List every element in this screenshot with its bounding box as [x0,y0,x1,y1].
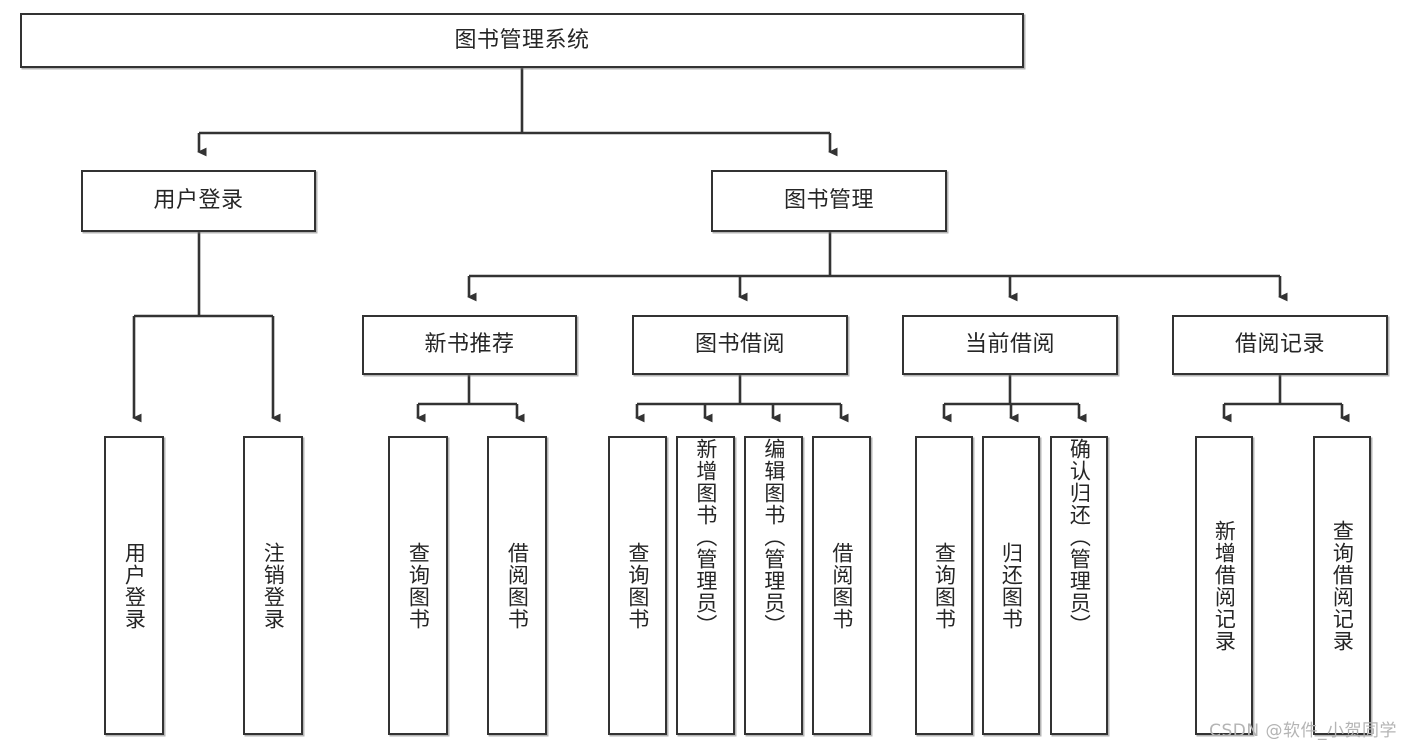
node-leaf-4-label: 借阅图书 [505,541,530,630]
node-level3-4[interactable]: 借阅记录 [1172,315,1388,375]
node-level2-1[interactable]: 用户登录 [81,170,316,232]
node-level3-1-label: 新书推荐 [424,332,515,358]
node-leaf-11-label: 确认归还（管理员） [1067,438,1092,636]
node-leaf-10[interactable]: 归还图书 [982,436,1040,735]
node-root-label: 图书管理系统 [454,27,590,53]
node-leaf-5-label: 查询图书 [625,541,650,630]
node-leaf-12[interactable]: 新增借阅记录 [1195,436,1253,735]
node-leaf-8-label: 借阅图书 [829,541,854,630]
node-leaf-5[interactable]: 查询图书 [608,436,667,735]
node-leaf-10-label: 归还图书 [999,541,1024,630]
node-leaf-13-label: 查询借阅记录 [1330,519,1355,652]
node-level2-2-label: 图书管理 [783,188,874,214]
node-leaf-2[interactable]: 注销登录 [243,436,303,735]
node-leaf-6-label: 新增图书（管理员） [693,438,718,636]
node-leaf-7-label: 编辑图书（管理员） [761,438,786,636]
node-level2-2[interactable]: 图书管理 [711,170,947,232]
node-level3-2-label: 图书借阅 [694,332,785,358]
node-leaf-4[interactable]: 借阅图书 [487,436,547,735]
node-leaf-6[interactable]: 新增图书（管理员） [676,436,735,735]
node-leaf-9-label: 查询图书 [932,541,957,630]
node-leaf-3-label: 查询图书 [406,541,431,630]
node-level3-3[interactable]: 当前借阅 [902,315,1118,375]
node-level3-3-label: 当前借阅 [964,332,1055,358]
node-leaf-11[interactable]: 确认归还（管理员） [1050,436,1108,735]
node-level3-1[interactable]: 新书推荐 [362,315,577,375]
node-leaf-8[interactable]: 借阅图书 [812,436,871,735]
node-level3-4-label: 借阅记录 [1234,332,1325,358]
node-leaf-9[interactable]: 查询图书 [915,436,973,735]
node-leaf-1[interactable]: 用户登录 [104,436,164,735]
node-leaf-13[interactable]: 查询借阅记录 [1313,436,1371,735]
node-leaf-7[interactable]: 编辑图书（管理员） [744,436,803,735]
node-level3-2[interactable]: 图书借阅 [632,315,848,375]
node-leaf-1-label: 用户登录 [122,541,147,630]
node-leaf-12-label: 新增借阅记录 [1212,519,1237,652]
node-leaf-2-label: 注销登录 [261,541,286,630]
node-root[interactable]: 图书管理系统 [20,13,1024,68]
node-level2-1-label: 用户登录 [153,188,244,214]
node-leaf-3[interactable]: 查询图书 [388,436,448,735]
